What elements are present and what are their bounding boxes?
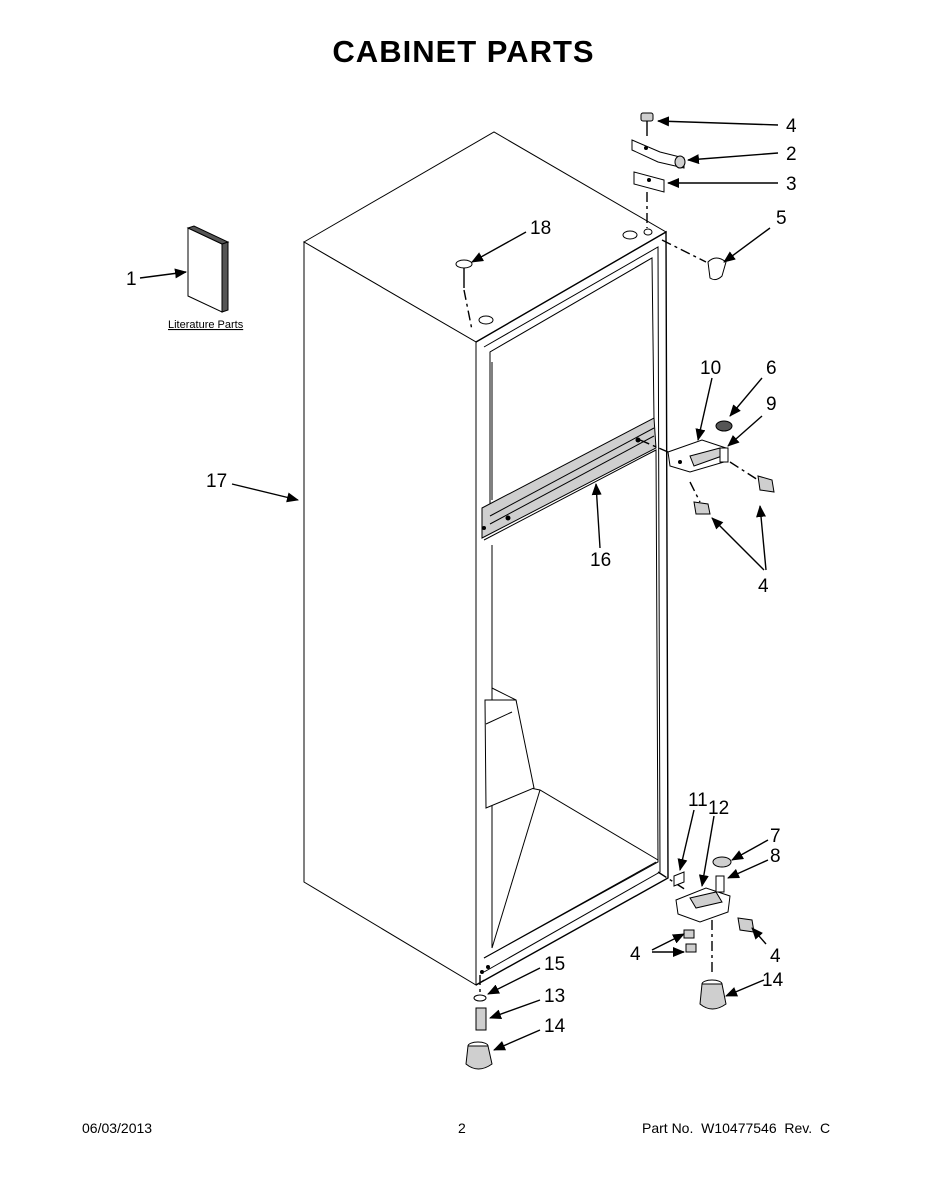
callout-4-top: 4: [786, 116, 797, 137]
callout-17: 17: [206, 471, 227, 492]
page-title: CABINET PARTS: [332, 34, 595, 69]
top-screw-icon: [455, 259, 473, 331]
center-hinge-assembly: [635, 420, 775, 515]
callout-4-mid: 4: [758, 576, 769, 597]
callout-18: 18: [530, 218, 551, 239]
leader-arrows: [139, 116, 779, 1051]
bottom-hinge-assembly: [657, 856, 755, 972]
callout-4-bottom-left: 4: [630, 944, 641, 965]
callout-5: 5: [776, 208, 787, 229]
callout-15: 15: [544, 954, 565, 975]
right-leveling-leg-icon: [699, 979, 727, 1010]
callout-7: 7: [770, 826, 781, 847]
callout-14-right: 14: [762, 970, 784, 991]
footer-part-number: Part No. W10477546 Rev. C: [642, 1120, 831, 1136]
callout-2: 2: [786, 144, 797, 165]
callout-10: 10: [700, 358, 721, 379]
callout-12: 12: [708, 798, 729, 819]
callout-16: 16: [590, 550, 611, 571]
callout-14-left: 14: [544, 1016, 566, 1037]
callout-6: 6: [766, 358, 777, 379]
callout-8: 8: [770, 846, 781, 867]
footer-page-number: 2: [458, 1120, 466, 1136]
callout-1: 1: [126, 269, 137, 290]
left-leveling-leg-assembly: [465, 975, 493, 1070]
callout-4-bottom-right: 4: [770, 946, 781, 967]
callout-11: 11: [688, 790, 708, 811]
callout-13: 13: [544, 986, 565, 1007]
footer-date: 06/03/2013: [82, 1120, 153, 1136]
cabinet-body: [303, 131, 669, 986]
literature-book-icon: [186, 225, 230, 313]
callout-3: 3: [786, 174, 797, 195]
hinge-cover-icon: [661, 239, 727, 281]
top-hinge-assembly: [631, 112, 686, 228]
literature-parts-label: Literature Parts: [168, 319, 244, 331]
callout-9: 9: [766, 394, 777, 415]
